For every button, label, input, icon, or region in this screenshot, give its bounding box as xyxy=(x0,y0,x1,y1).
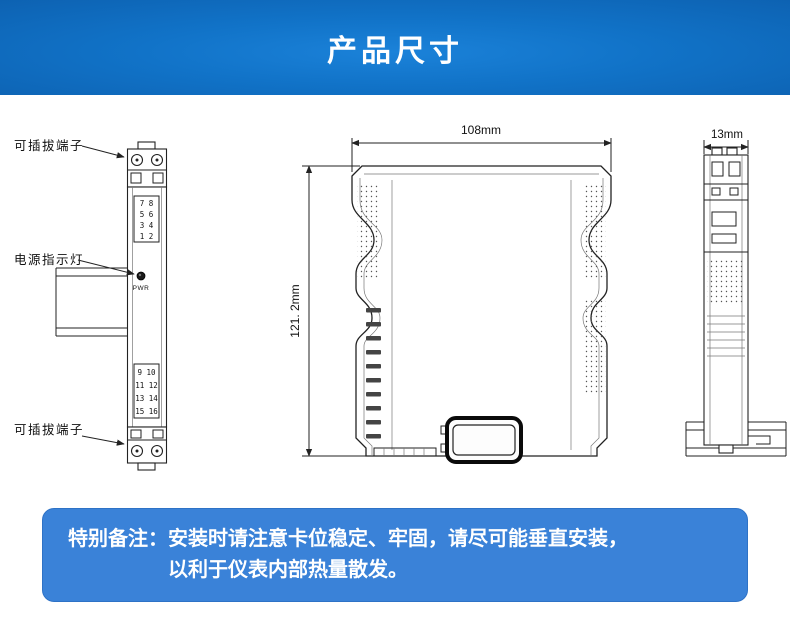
din-rail-right xyxy=(685,421,787,457)
terminal-row: 15 16 xyxy=(135,407,158,416)
dim-depth: 13mm xyxy=(703,129,749,154)
pwr-text: PWR xyxy=(133,285,150,292)
rail-clip xyxy=(748,435,771,445)
label-terminal-top: 可插拔端子 xyxy=(14,138,84,153)
terminal-row: 5 6 xyxy=(140,210,154,219)
dim-height: 121. 2mm xyxy=(288,165,366,457)
terminal-row: 3 4 xyxy=(140,221,154,230)
stipple-right-view xyxy=(707,258,745,304)
stipple-texture xyxy=(357,185,606,395)
leader-line-power-led xyxy=(77,259,135,276)
bottom-tab-right-view xyxy=(718,444,734,454)
note-body: 安装时请注意卡位稳定、牢固，请尽可能垂直安装， 以利于仪表内部热量散发。 xyxy=(168,524,628,586)
dim-width-text: 108mm xyxy=(461,123,501,137)
note-line1: 安装时请注意卡位稳定、牢固，请尽可能垂直安装， xyxy=(168,528,628,550)
terminal-numbers-bottom: 9 10 11 12 13 14 15 16 xyxy=(133,363,160,419)
dim-depth-text: 13mm xyxy=(711,129,743,141)
dim-height-text: 121. 2mm xyxy=(288,284,302,337)
terminal-row: 9 10 xyxy=(137,368,156,377)
housing-outline xyxy=(351,165,612,457)
side-view-left: 7 8 5 6 3 4 1 2 PWR xyxy=(14,138,168,471)
callout-labels: 可插拔端子 电源指示灯 可插拔端子 xyxy=(14,138,135,446)
vent-slots xyxy=(366,308,381,439)
page-title: 产品尺寸 xyxy=(327,34,463,68)
din-rail-left xyxy=(55,267,127,337)
terminal-row: 11 12 xyxy=(135,381,158,390)
technical-drawing-svg: 7 8 5 6 3 4 1 2 PWR xyxy=(14,123,787,471)
banner: 产品尺寸 xyxy=(0,0,790,95)
power-led: PWR xyxy=(133,271,150,292)
note-line2: 以利于仪表内部热量散发。 xyxy=(168,559,408,581)
terminal-row: 7 8 xyxy=(140,199,154,208)
terminal-row: 13 14 xyxy=(135,394,158,403)
dim-width: 108mm xyxy=(351,123,612,172)
module-body-right xyxy=(703,147,771,454)
side-view-right: 13mm xyxy=(685,129,787,457)
module-body-left: 7 8 5 6 3 4 1 2 PWR xyxy=(126,141,168,471)
terminal-row: 1 2 xyxy=(140,232,154,241)
front-view: 108mm 121. 2mm xyxy=(288,123,612,464)
dimension-diagram: 7 8 5 6 3 4 1 2 PWR xyxy=(0,95,790,505)
bottom-strip xyxy=(373,447,437,457)
note-prefix: 特别备注： xyxy=(68,528,168,550)
label-power-led: 电源指示灯 xyxy=(14,252,84,267)
terminal-numbers-top: 7 8 5 6 3 4 1 2 xyxy=(133,195,160,243)
leader-line-terminal-top xyxy=(81,145,125,159)
leader-line-terminal-bottom xyxy=(81,435,125,446)
label-terminal-bottom: 可插拔端子 xyxy=(14,422,84,437)
special-note: 特别备注： 安装时请注意卡位稳定、牢固，请尽可能垂直安装， 以利于仪表内部热量散… xyxy=(42,508,748,602)
housing-inner-lines xyxy=(359,173,604,456)
connector xyxy=(440,416,523,464)
